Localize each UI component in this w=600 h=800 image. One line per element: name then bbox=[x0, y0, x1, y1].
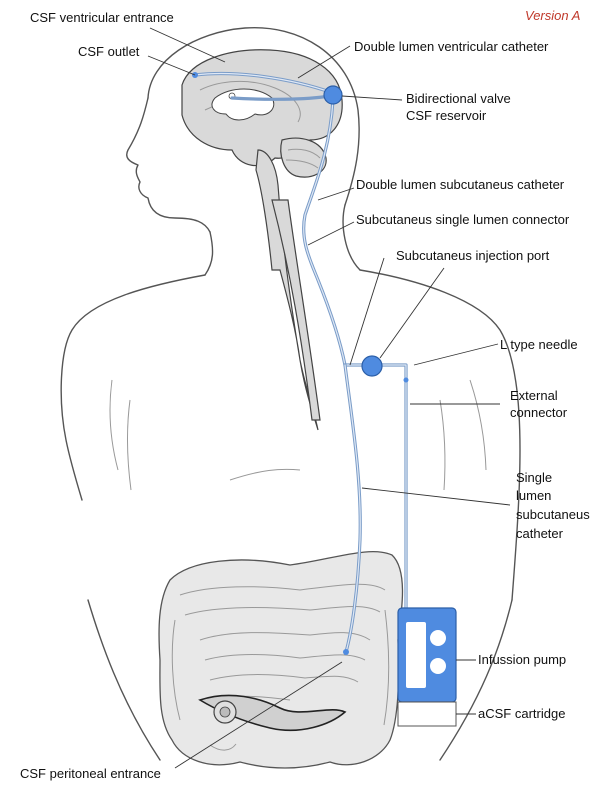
label-subcutaneus: subcutaneus bbox=[516, 507, 590, 522]
acsf-cartridge bbox=[397, 701, 457, 727]
label-csf-reservoir: CSF reservoir bbox=[406, 108, 487, 123]
infusion-pump bbox=[397, 607, 457, 703]
brain bbox=[181, 49, 343, 431]
label-csf-outlet: CSF outlet bbox=[78, 44, 140, 59]
bidirectional-valve bbox=[323, 85, 343, 105]
label-csf-ventricular-entrance: CSF ventricular entrance bbox=[30, 10, 174, 25]
label-subcutaneus-injection-port: Subcutaneus injection port bbox=[396, 248, 550, 263]
body-outline bbox=[60, 26, 521, 761]
label-single: Single bbox=[516, 470, 552, 485]
label-subcutaneus-single-lumen-connector: Subcutaneus single lumen connector bbox=[356, 212, 570, 227]
label-acsf-cartridge: aCSF cartridge bbox=[478, 706, 565, 721]
intestines bbox=[158, 551, 404, 769]
label-lumen: lumen bbox=[516, 488, 551, 503]
label-infusion-pump: Infussion pump bbox=[478, 652, 566, 667]
version-label: Version A bbox=[525, 8, 580, 23]
label-catheter: catheter bbox=[516, 526, 564, 541]
catheter-system bbox=[193, 71, 408, 654]
label-double-lumen-ventricular-catheter: Double lumen ventricular catheter bbox=[354, 39, 549, 54]
label-external: External bbox=[510, 388, 558, 403]
label-bidirectional-valve: Bidirectional valve bbox=[406, 91, 511, 106]
label-connector: connector bbox=[510, 405, 568, 420]
external-connector-dot bbox=[403, 377, 409, 383]
label-double-lumen-subcutaneus-catheter: Double lumen subcutaneus catheter bbox=[356, 177, 565, 192]
peritoneal-dot bbox=[343, 649, 349, 655]
label-l-type-needle: L type needle bbox=[500, 337, 578, 352]
leader-lines bbox=[147, 27, 511, 769]
injection-port bbox=[361, 355, 383, 377]
label-csf-peritoneal-entrance: CSF peritoneal entrance bbox=[20, 766, 161, 781]
